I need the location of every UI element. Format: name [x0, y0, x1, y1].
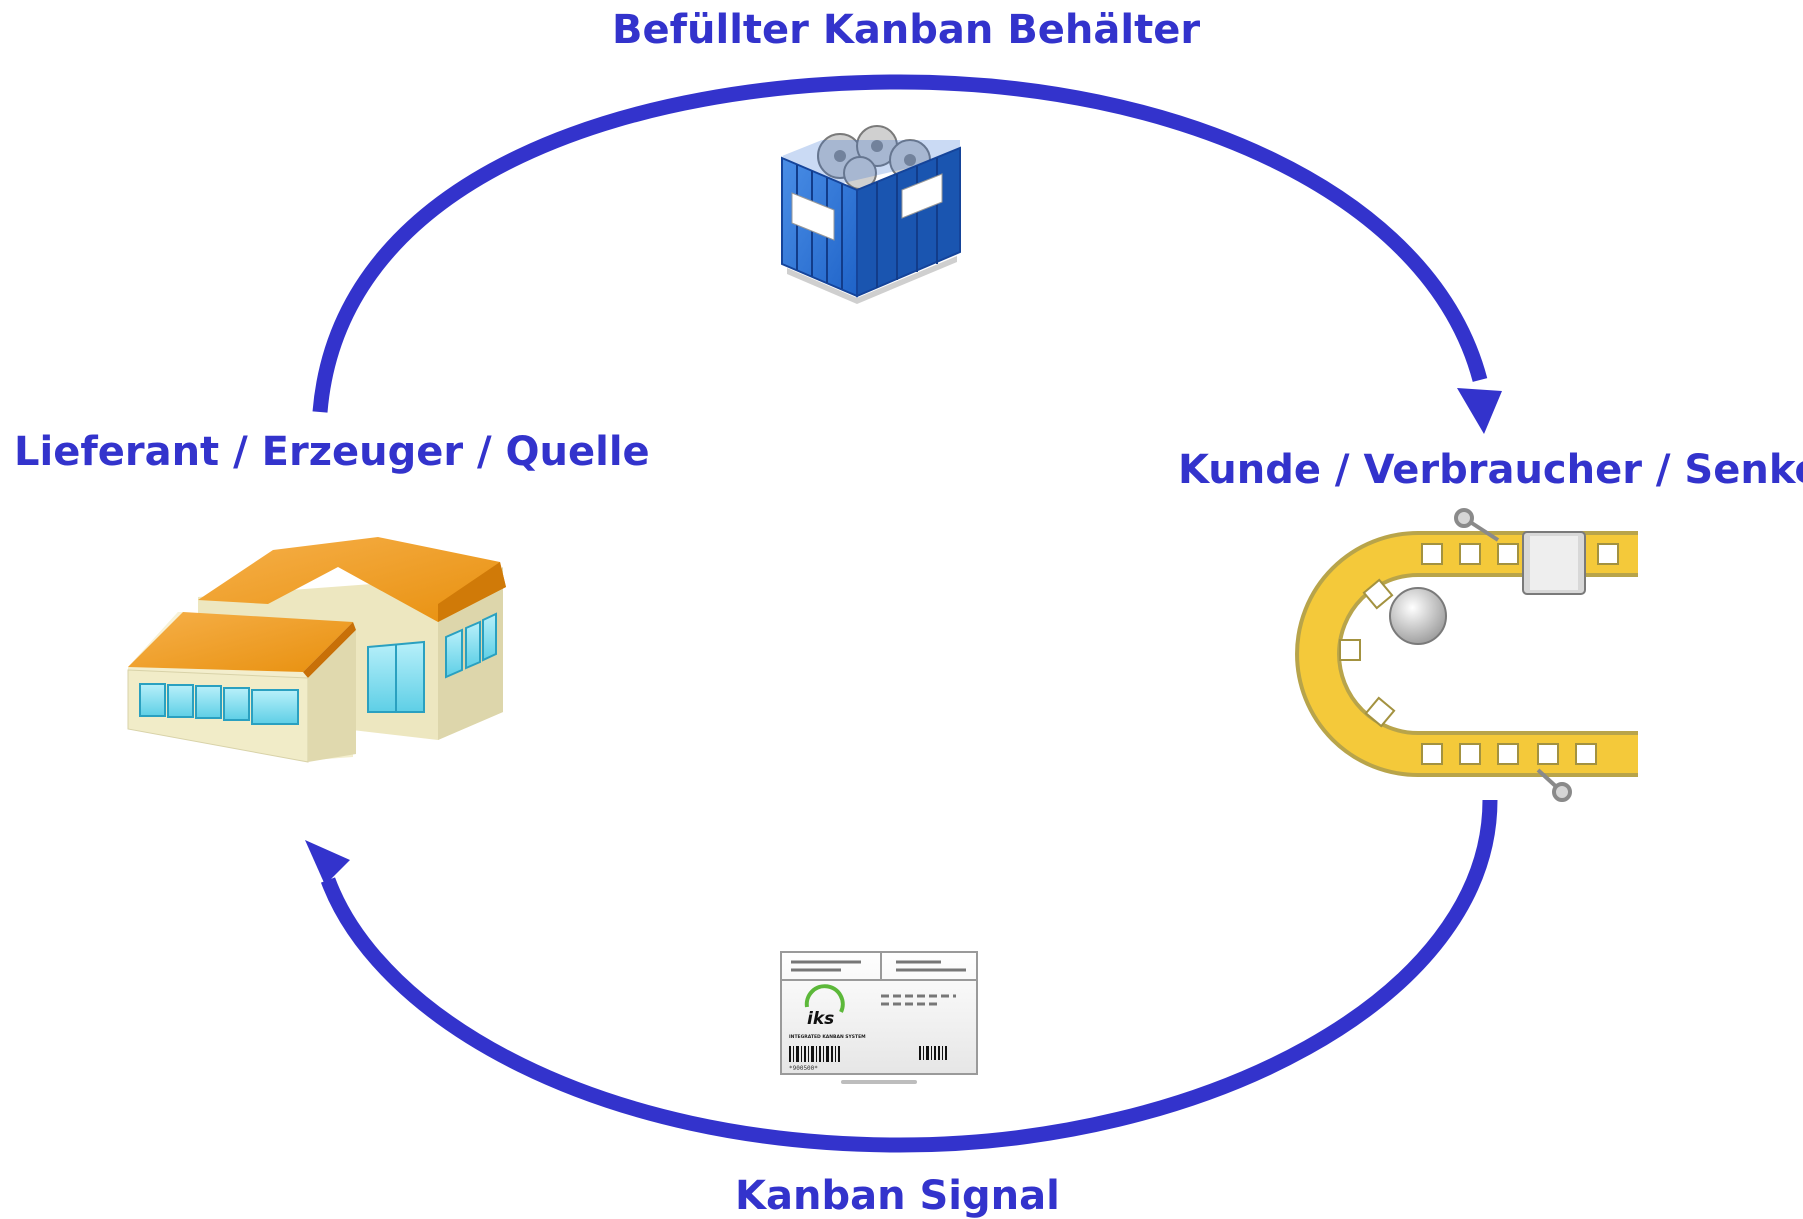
cycle-arrow-bottom [305, 799, 1498, 1153]
label-supplier: Lieferant / Erzeuger / Quelle [14, 429, 650, 475]
barcode-icon [789, 1046, 947, 1062]
factory-building-icon [127, 537, 506, 763]
label-filled-container: Befüllter Kanban Behälter [612, 7, 1201, 53]
label-customer: Kunde / Verbraucher / Senke [1178, 447, 1803, 493]
label-kanban-signal: Kanban Signal [735, 1173, 1060, 1219]
kanban-card-icon: iks INTEGRATED KANBAN SYSTEM *900500* [780, 951, 978, 1084]
kanban-container-icon [781, 125, 961, 304]
cycle-arrow-top [312, 74, 1502, 434]
arrowhead-left [305, 840, 350, 885]
card-barcode-number: *900500* [789, 1065, 818, 1072]
arrowhead-right [1457, 388, 1502, 434]
card-logo-text: iks [807, 1009, 834, 1029]
conveyor-belt-icon [1295, 508, 1638, 802]
card-subtitle: INTEGRATED KANBAN SYSTEM [789, 1034, 866, 1040]
iks-logo-icon [804, 984, 845, 1013]
